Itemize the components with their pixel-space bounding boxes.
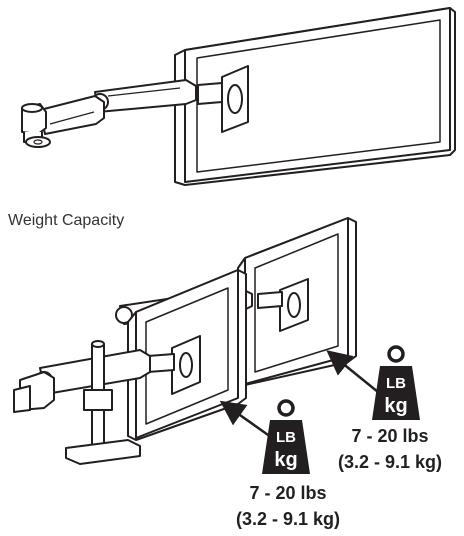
left-spec-kg: (3.2 - 9.1 kg) xyxy=(235,509,341,529)
weight-icon-lb-label: LB xyxy=(386,375,406,392)
left-spec-lbs: 7 - 20 lbs xyxy=(249,483,327,503)
weight-icon-kg-label: kg xyxy=(384,395,407,417)
weight-icon-kg-label: kg xyxy=(274,449,297,471)
weight-capacity-caption: Weight Capacity xyxy=(8,212,125,229)
tilt-mount xyxy=(197,82,223,105)
desk-clamp xyxy=(65,439,141,465)
right-monitor-arrow xyxy=(326,350,379,393)
left-monitor-weight-spec: 7 - 20 lbs (3.2 - 9.1 kg) xyxy=(220,480,356,532)
weight-icon-lb-label: LB xyxy=(276,429,296,446)
lower-arm xyxy=(39,95,105,135)
kettlebell-weight-icon: LB kg xyxy=(262,399,310,474)
vesa-hub xyxy=(227,84,243,114)
right-spec-lbs: 7 - 20 lbs xyxy=(351,426,429,446)
right-monitor-weight-spec: 7 - 20 lbs (3.2 - 9.1 kg) xyxy=(322,423,458,475)
kettlebell-weight-icon: LB kg xyxy=(372,345,420,420)
right-spec-kg: (3.2 - 9.1 kg) xyxy=(337,452,443,472)
single-monitor-arm-illustration xyxy=(21,7,456,186)
dual-monitor-arm-illustration xyxy=(13,217,357,465)
monitor-inner-panel xyxy=(196,19,441,173)
